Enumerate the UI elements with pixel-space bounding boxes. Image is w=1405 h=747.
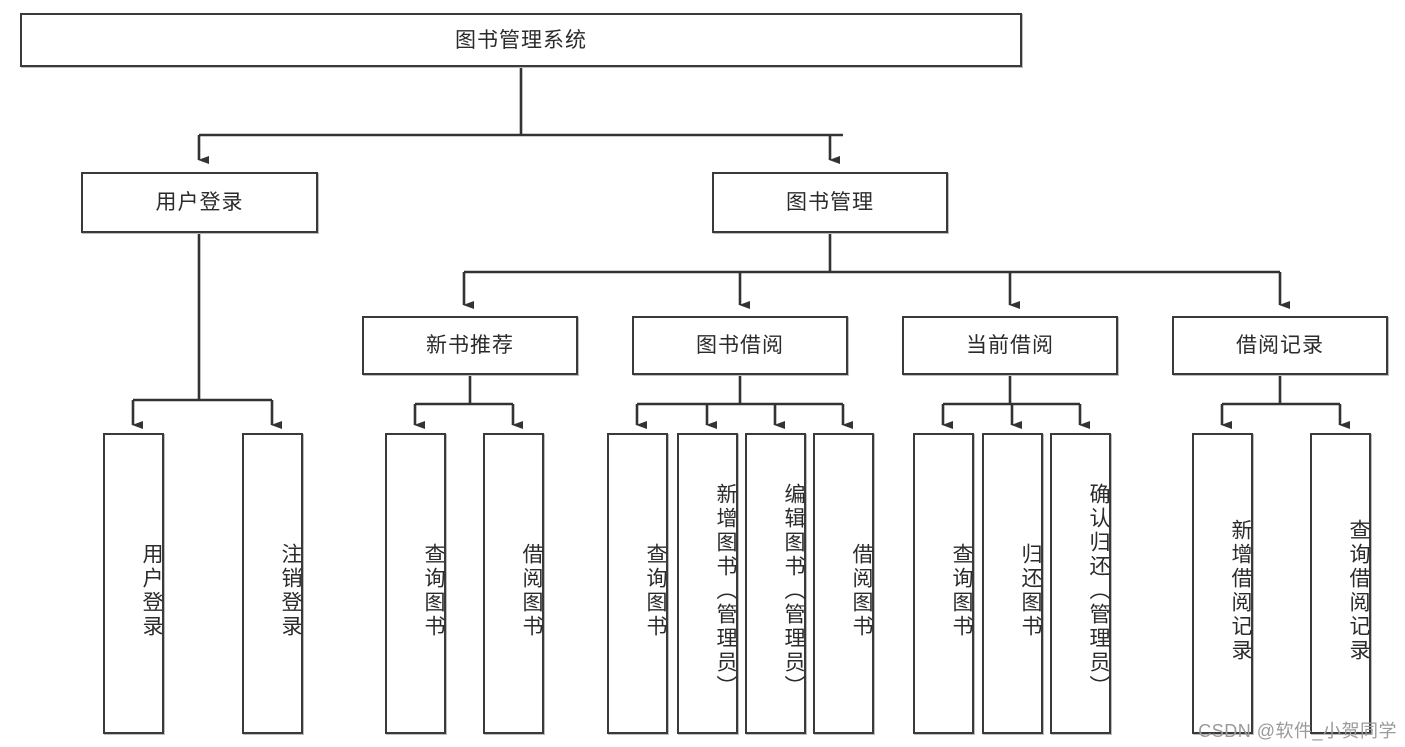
node-label: 归还图书 [1019,542,1042,639]
node-label: 查询图书 [422,542,445,639]
node-book-management[interactable]: 图书管理 [712,172,948,233]
node-label: 确认归还（管理员） [1087,482,1110,699]
node-label: 图书借阅 [696,334,784,357]
node-label: 新增借阅记录 [1229,518,1252,663]
node-book-borrow[interactable]: 图书借阅 [632,316,848,375]
leaf-query-book-recommend[interactable]: 查询图书 [385,433,446,734]
node-label: 借阅图书 [520,542,543,639]
node-label: 用户登录 [155,191,244,214]
node-current-borrow[interactable]: 当前借阅 [902,316,1118,375]
node-new-book-recommend[interactable]: 新书推荐 [362,316,578,375]
node-label: 查询图书 [950,542,973,639]
node-label: 编辑图书（管理员） [782,482,805,699]
node-root-system[interactable]: 图书管理系统 [20,13,1022,67]
node-label: 查询图书 [644,542,667,639]
watermark: CSDN @软件_小贺同学 [1198,721,1397,741]
node-borrow-record[interactable]: 借阅记录 [1172,316,1388,375]
leaf-add-book-admin[interactable]: 新增图书（管理员） [677,433,738,734]
leaf-edit-book-admin[interactable]: 编辑图书（管理员） [745,433,806,734]
node-label: 图书管理系统 [455,28,587,52]
node-label: 注销登录 [279,542,302,639]
leaf-user-login[interactable]: 用户登录 [103,433,164,734]
node-label: 新书推荐 [426,334,514,357]
node-label: 新增图书（管理员） [714,482,737,699]
leaf-return-book[interactable]: 归还图书 [982,433,1043,734]
node-label: 借阅记录 [1236,334,1324,357]
leaf-query-borrow-record[interactable]: 查询借阅记录 [1310,433,1371,734]
node-label: 借阅图书 [850,542,873,639]
node-label: 用户登录 [140,542,163,639]
leaf-borrow-book-recommend[interactable]: 借阅图书 [483,433,544,734]
node-label: 图书管理 [786,191,874,214]
leaf-add-borrow-record[interactable]: 新增借阅记录 [1192,433,1253,734]
node-user-login[interactable]: 用户登录 [81,172,318,233]
leaf-query-book-borrow[interactable]: 查询图书 [607,433,668,734]
leaf-borrow-book[interactable]: 借阅图书 [813,433,874,734]
leaf-logout[interactable]: 注销登录 [242,433,303,734]
leaf-confirm-return-admin[interactable]: 确认归还（管理员） [1050,433,1111,734]
leaf-query-book-current[interactable]: 查询图书 [913,433,974,734]
node-label: 当前借阅 [966,334,1054,357]
node-label: 查询借阅记录 [1347,518,1370,663]
